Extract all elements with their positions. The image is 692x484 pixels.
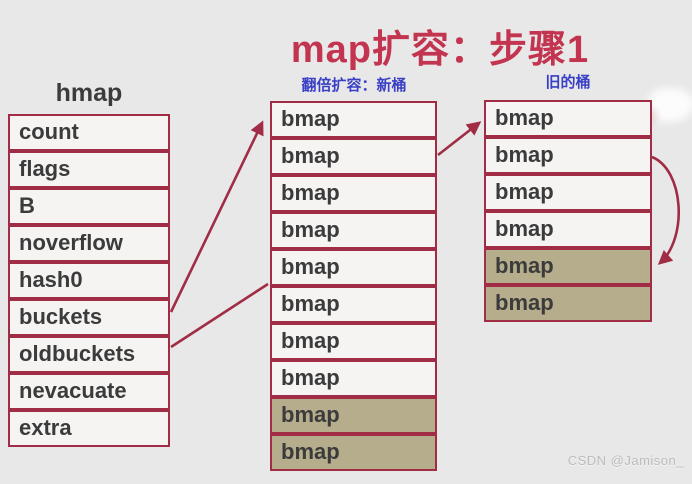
hmap-field-oldbuckets: oldbuckets bbox=[8, 336, 170, 373]
oldbuckets-link-line bbox=[170, 282, 269, 349]
new-bucket-cell: bmap bbox=[270, 249, 437, 286]
hmap-field-nevacuate: nevacuate bbox=[8, 373, 170, 410]
hmap-field-extra: extra bbox=[8, 410, 170, 447]
new-bucket-cell: bmap bbox=[270, 397, 437, 434]
hmap-field-hash0: hash0 bbox=[8, 262, 170, 299]
new-bucket-cell: bmap bbox=[270, 212, 437, 249]
new-bucket-cell: bmap bbox=[270, 175, 437, 212]
new-buckets-label: 翻倍扩容：新桶 bbox=[301, 77, 407, 94]
page-title: map扩容：步骤1 bbox=[290, 29, 590, 71]
new-bucket-cell: bmap bbox=[270, 323, 437, 360]
hmap-struct: count flags B noverflow hash0 buckets ol… bbox=[8, 114, 170, 447]
link-to-old-buckets-arrow bbox=[437, 121, 482, 157]
old-bucket-cell: bmap bbox=[484, 285, 652, 322]
old-bucket-cell: bmap bbox=[484, 100, 652, 137]
old-bucket-cell: bmap bbox=[484, 248, 652, 285]
new-buckets-column: bmap bmap bmap bmap bmap bmap bmap bmap … bbox=[270, 101, 437, 471]
hmap-field-B: B bbox=[8, 188, 170, 225]
hmap-field-flags: flags bbox=[8, 151, 170, 188]
buckets-to-new-buckets-arrow bbox=[169, 120, 264, 313]
old-bucket-cell: bmap bbox=[484, 174, 652, 211]
hmap-title: hmap bbox=[55, 79, 123, 107]
hmap-field-count: count bbox=[8, 114, 170, 151]
old-buckets-label: 旧的桶 bbox=[545, 74, 591, 91]
old-bucket-cell: bmap bbox=[484, 137, 652, 174]
old-buckets-column: bmap bmap bmap bmap bmap bmap bbox=[484, 100, 652, 322]
new-bucket-cell: bmap bbox=[270, 434, 437, 471]
old-buckets-evacuate-curve-arrow bbox=[651, 155, 680, 265]
new-bucket-cell: bmap bbox=[270, 138, 437, 175]
old-bucket-cell: bmap bbox=[484, 211, 652, 248]
new-bucket-cell: bmap bbox=[270, 286, 437, 323]
hmap-field-noverflow: noverflow bbox=[8, 225, 170, 262]
watermark: CSDN @Jamison_ bbox=[567, 453, 684, 468]
new-bucket-cell: bmap bbox=[270, 360, 437, 397]
new-bucket-cell: bmap bbox=[270, 101, 437, 138]
hmap-field-buckets: buckets bbox=[8, 299, 170, 336]
